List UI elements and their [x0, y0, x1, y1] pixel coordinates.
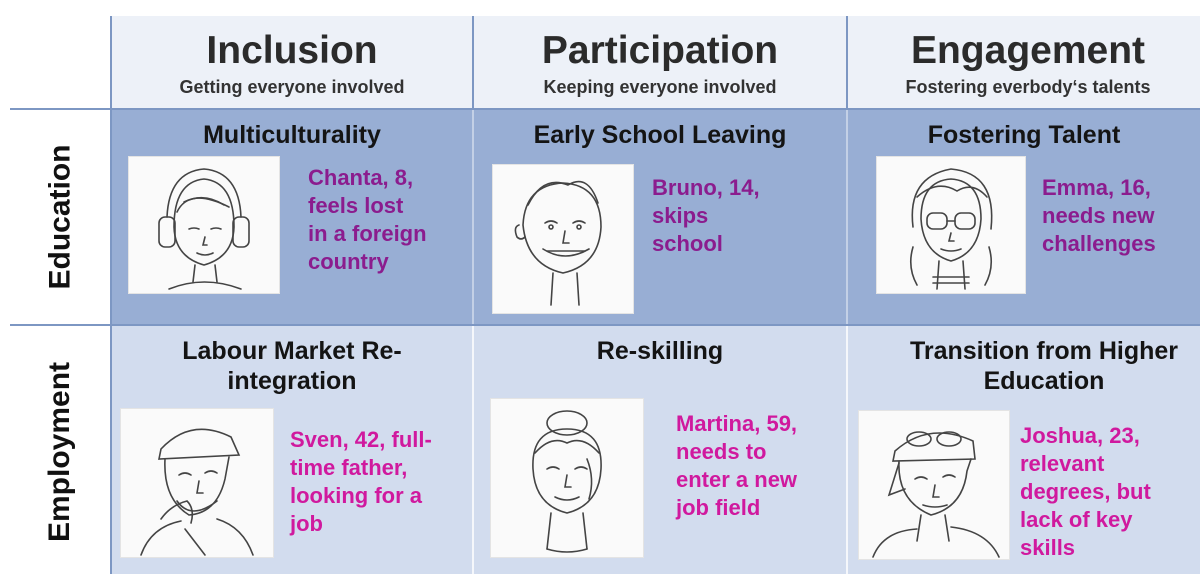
description-line: Bruno, 14, — [652, 175, 760, 200]
cell-title-line: integration — [227, 367, 357, 395]
column-title: Inclusion — [206, 29, 378, 72]
cell-title-line: Labour Market Re- — [182, 337, 402, 365]
cell-education-engagement: Fostering Talent Emma, 16, needs new cha… — [848, 110, 1200, 324]
row-label-text: Employment — [43, 361, 76, 543]
portrait-woman-with-bun — [490, 398, 644, 558]
cell-description: Emma, 16, needs new challenges — [1042, 174, 1156, 258]
description-line: Joshua, 23, — [1020, 423, 1140, 448]
description-line: Chanta, 8, — [308, 165, 414, 190]
cell-description: Chanta, 8, feels lost in a foreign count… — [308, 164, 427, 276]
description-line: job field — [676, 495, 761, 520]
description-line: skills — [1020, 535, 1076, 560]
column-subtitle: Fostering everbody‘s talents — [905, 77, 1151, 97]
sketch-girl-icon — [158, 168, 250, 290]
sketch-young-man-icon — [872, 431, 1000, 558]
description-line: degrees, but — [1020, 479, 1151, 504]
column-subtitle: Keeping everyone involved — [543, 77, 777, 97]
grid-line-top — [10, 108, 1200, 110]
row-label-text: Education — [43, 144, 77, 290]
description-line: school — [652, 231, 723, 256]
cell-employment-inclusion: Labour Market Re- integration Sven, 42, … — [110, 326, 474, 574]
description-line: time father, — [290, 455, 408, 480]
column-title: Engagement — [910, 29, 1146, 72]
description-line: Sven, 42, full- — [290, 427, 432, 452]
description-line: lack of key — [1020, 507, 1133, 532]
portrait-grinning-boy — [492, 164, 634, 314]
cell-education-participation: Early School Leaving Bruno, 14, skips sc… — [474, 110, 848, 324]
description-line: looking for a — [290, 483, 422, 508]
description-line: needs new — [1042, 203, 1155, 228]
row-label-education: Education — [10, 112, 110, 322]
cell-description: Sven, 42, full- time father, looking for… — [290, 426, 432, 538]
description-line: Martina, 59, — [676, 411, 798, 436]
cell-description: Joshua, 23, relevant degrees, but lack o… — [1020, 422, 1151, 562]
description-line: needs to — [676, 439, 767, 464]
cell-employment-engagement: Transition from Higher Education Joshua,… — [848, 326, 1200, 574]
cell-description: Bruno, 14, skips school — [652, 174, 760, 258]
sketch-man-cap-icon — [140, 428, 254, 556]
description-line: country — [308, 249, 389, 274]
cell-title: Labour Market Re- integration — [112, 336, 472, 396]
column-header-inclusion: Inclusion Getting everyone involved — [110, 16, 474, 108]
cell-description: Martina, 59, needs to enter a new job fi… — [676, 410, 797, 522]
cell-title: Fostering Talent — [927, 121, 1121, 149]
sketch-boy-icon — [514, 180, 602, 306]
sketch-woman-icon — [532, 410, 602, 553]
description-line: Emma, 16, — [1042, 175, 1151, 200]
cell-education-inclusion: Multiculturality Chanta, 8, feels lost i… — [110, 110, 474, 324]
description-line: relevant — [1020, 451, 1105, 476]
grid-line-middle — [10, 324, 1200, 326]
description-line: enter a new — [676, 467, 798, 492]
cell-title-line: Education — [983, 367, 1105, 395]
portrait-bearded-man-with-cap — [120, 408, 274, 558]
row-label-employment: Employment — [10, 330, 110, 574]
cell-title-line: Transition from Higher — [909, 337, 1179, 365]
portrait-young-man-with-goggles — [858, 410, 1010, 560]
portrait-girl-with-glasses — [876, 156, 1026, 294]
column-header-participation: Participation Keeping everyone involved — [474, 16, 848, 108]
column-subtitle: Getting everyone involved — [179, 77, 405, 97]
description-line: challenges — [1042, 231, 1156, 256]
description-line: skips — [652, 203, 709, 228]
column-header-engagement: Engagement Fostering everbody‘s talents — [848, 16, 1200, 108]
cell-title: Re-skilling — [596, 337, 724, 365]
cell-title: Early School Leaving — [533, 121, 787, 149]
cell-employment-participation: Re-skilling Martina, 59, needs to enter … — [474, 326, 848, 574]
description-line: job — [290, 511, 323, 536]
description-line: in a foreign — [308, 221, 427, 246]
column-title: Participation — [541, 29, 779, 72]
cell-title: Multiculturality — [203, 121, 381, 149]
description-line: feels lost — [308, 193, 404, 218]
cell-title: Transition from Higher Education — [848, 336, 1200, 396]
sketch-girl-glasses-icon — [909, 168, 993, 290]
portrait-girl-with-headphones — [128, 156, 280, 294]
